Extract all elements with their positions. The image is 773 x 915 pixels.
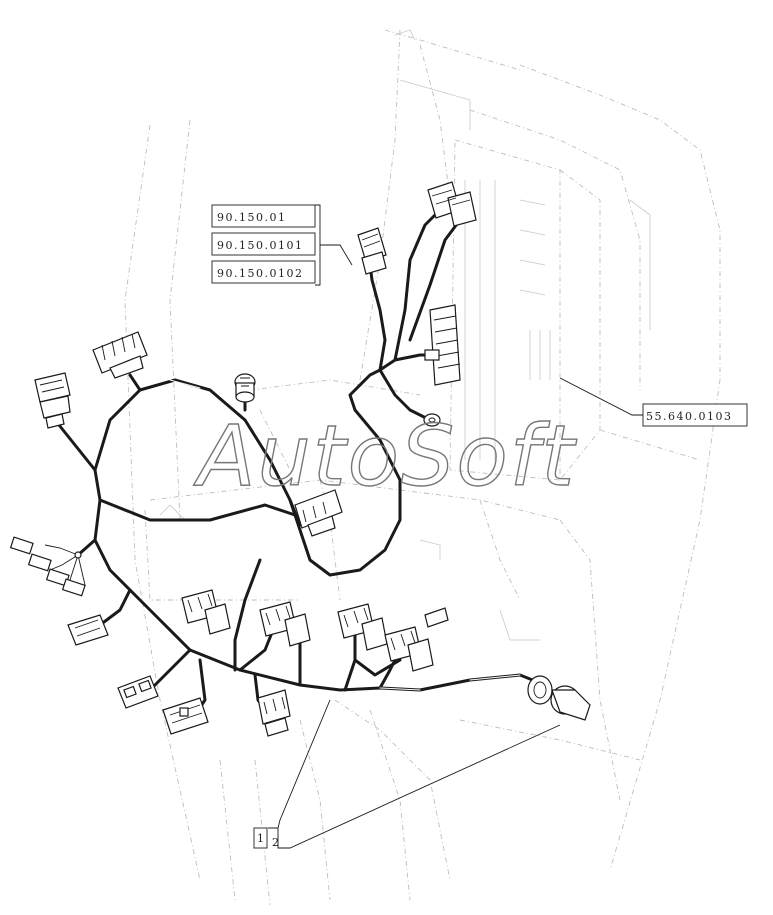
connector-lower-left-b: [162, 697, 209, 735]
reference-label-90-150-0101: 90.150.0101: [211, 232, 316, 256]
connector-block-d: [384, 626, 434, 672]
connector-small-right: [424, 607, 449, 628]
item-callout-1: 1: [253, 827, 268, 849]
round-connector: [234, 373, 256, 403]
leader-lines: [268, 204, 643, 849]
connector-block-b: [259, 601, 311, 647]
connector-block-c: [337, 603, 388, 651]
reference-label-text: 90.150.0102: [217, 267, 303, 280]
loose-connectors-left: [9, 536, 86, 597]
fuse-box-relays: [424, 181, 477, 386]
connector-lower-left-a: [117, 675, 159, 709]
item-number: 2: [272, 836, 279, 849]
reference-label-90-150-0102: 90.150.0102: [211, 260, 316, 284]
reference-label-text: 55.640.0103: [646, 410, 732, 423]
item-number: 1: [257, 832, 264, 845]
ring-terminal: [423, 413, 441, 427]
round-socket-connector: [527, 675, 591, 721]
connector-lower-center: [257, 689, 291, 737]
connector-upper-center: [357, 227, 387, 275]
reference-label-text: 90.150.0101: [217, 239, 303, 252]
watermark: AutoSoft: [193, 407, 577, 505]
reference-label-90-150-01: 90.150.01: [211, 204, 316, 228]
connector-top-left-a: [34, 372, 71, 429]
connector-top-left-b: [92, 331, 148, 379]
reference-label-text: 90.150.01: [217, 211, 286, 224]
item-callout-2: 2: [272, 836, 279, 849]
connector-block-a: [181, 589, 231, 635]
connector-center: [294, 489, 343, 537]
reference-label-55-640-0103: 55.640.0103: [642, 403, 748, 427]
connector-module-left: [67, 614, 109, 646]
